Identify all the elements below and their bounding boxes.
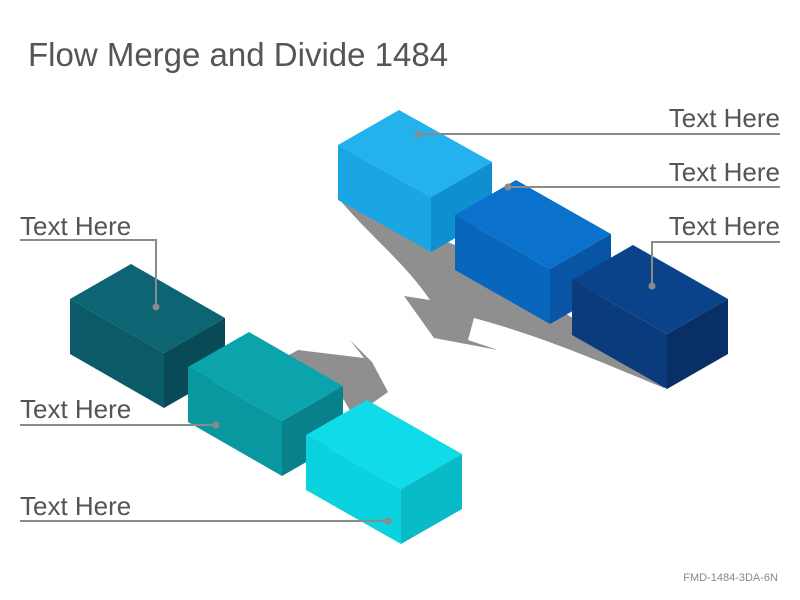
label-right-2: Text Here bbox=[668, 157, 780, 187]
callout-left-2 bbox=[20, 421, 220, 429]
label-left-1: Text Here bbox=[20, 211, 132, 241]
label-right-3: Text Here bbox=[668, 211, 780, 241]
block-left-3 bbox=[306, 400, 462, 544]
label-left-2: Text Here bbox=[20, 394, 132, 424]
block-right-1 bbox=[338, 110, 492, 252]
label-right-1: Text Here bbox=[668, 103, 780, 133]
callout-left-1 bbox=[20, 239, 160, 311]
block-left-2 bbox=[188, 332, 343, 476]
callout-right-1 bbox=[414, 130, 780, 138]
page-title: Flow Merge and Divide 1484 bbox=[28, 36, 449, 73]
block-right-3 bbox=[572, 245, 728, 389]
callout-left-3 bbox=[20, 517, 392, 525]
label-left-3: Text Here bbox=[20, 491, 132, 521]
product-code: FMD-1484-3DA-6N bbox=[683, 572, 778, 584]
callout-right-2 bbox=[504, 183, 780, 191]
block-left-1 bbox=[70, 264, 225, 408]
callout-right-3 bbox=[648, 241, 780, 290]
